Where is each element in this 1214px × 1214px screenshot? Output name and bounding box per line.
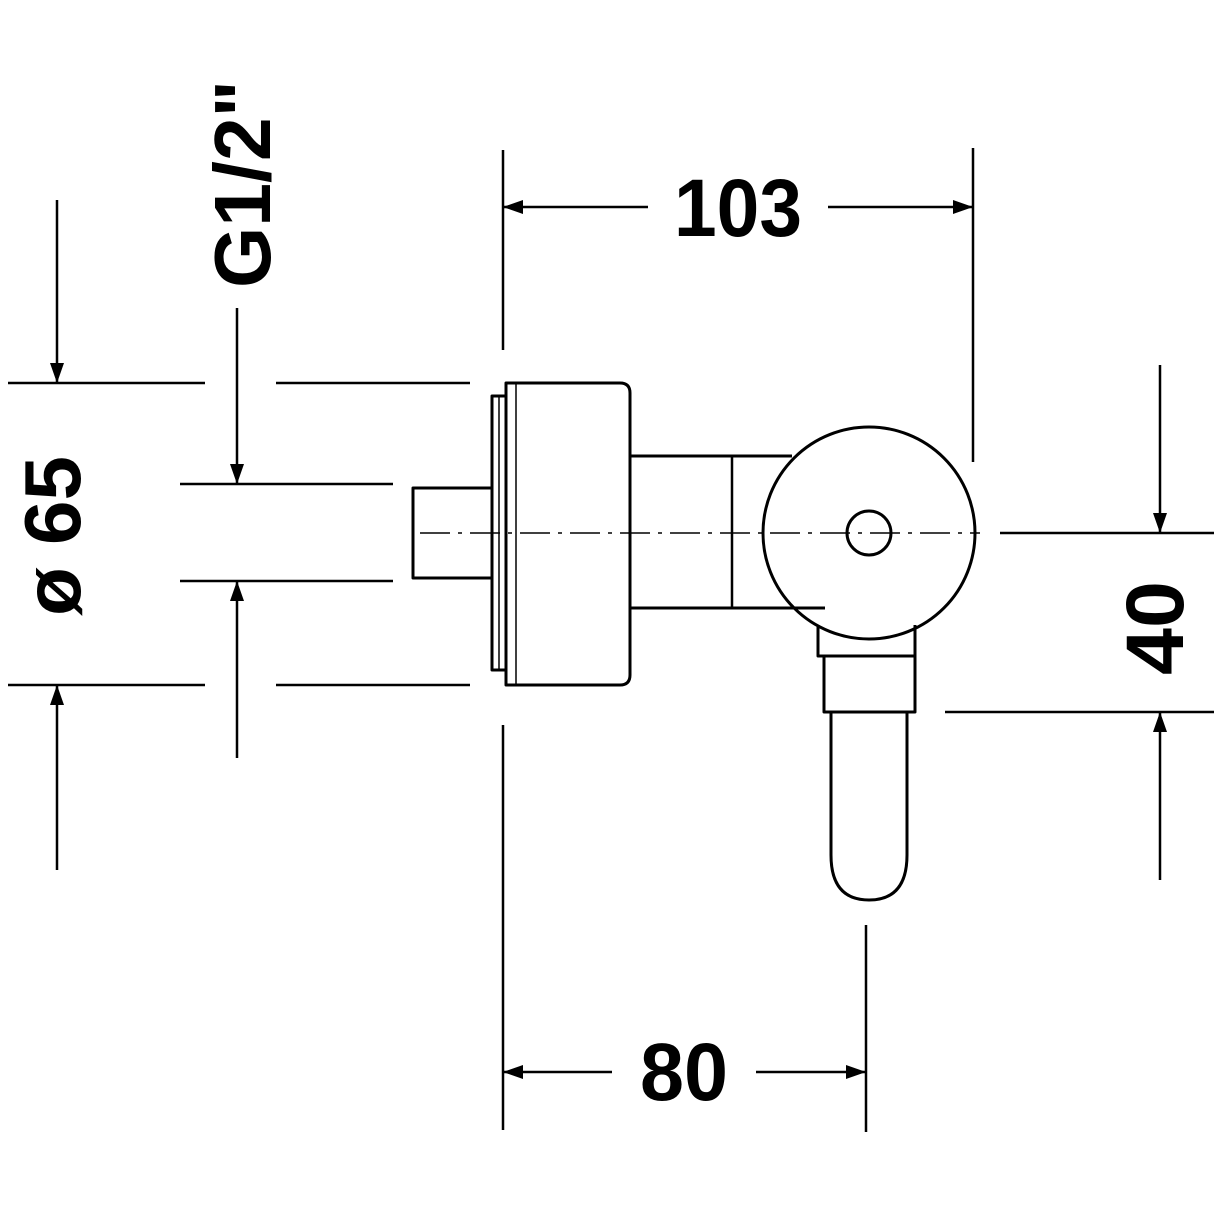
dim-thread-label: G1/2" xyxy=(198,80,287,288)
dim-diameter-label: ø 65 xyxy=(8,456,97,616)
connection-stub xyxy=(411,486,492,580)
dim-40-label: 40 xyxy=(1110,581,1201,675)
mixer-body xyxy=(411,381,977,902)
dim-80-label: 80 xyxy=(640,1027,728,1118)
lever-handle xyxy=(829,712,909,902)
handle-screw xyxy=(845,509,893,557)
dim-103-label: 103 xyxy=(674,163,802,254)
cover-cap xyxy=(504,381,632,687)
handle-hub xyxy=(761,425,977,641)
body-neck xyxy=(630,454,825,610)
hub-collar xyxy=(816,625,917,658)
dimension-arrows xyxy=(50,200,1167,1079)
extension-lines xyxy=(8,148,1214,1132)
lever-base xyxy=(822,654,917,714)
